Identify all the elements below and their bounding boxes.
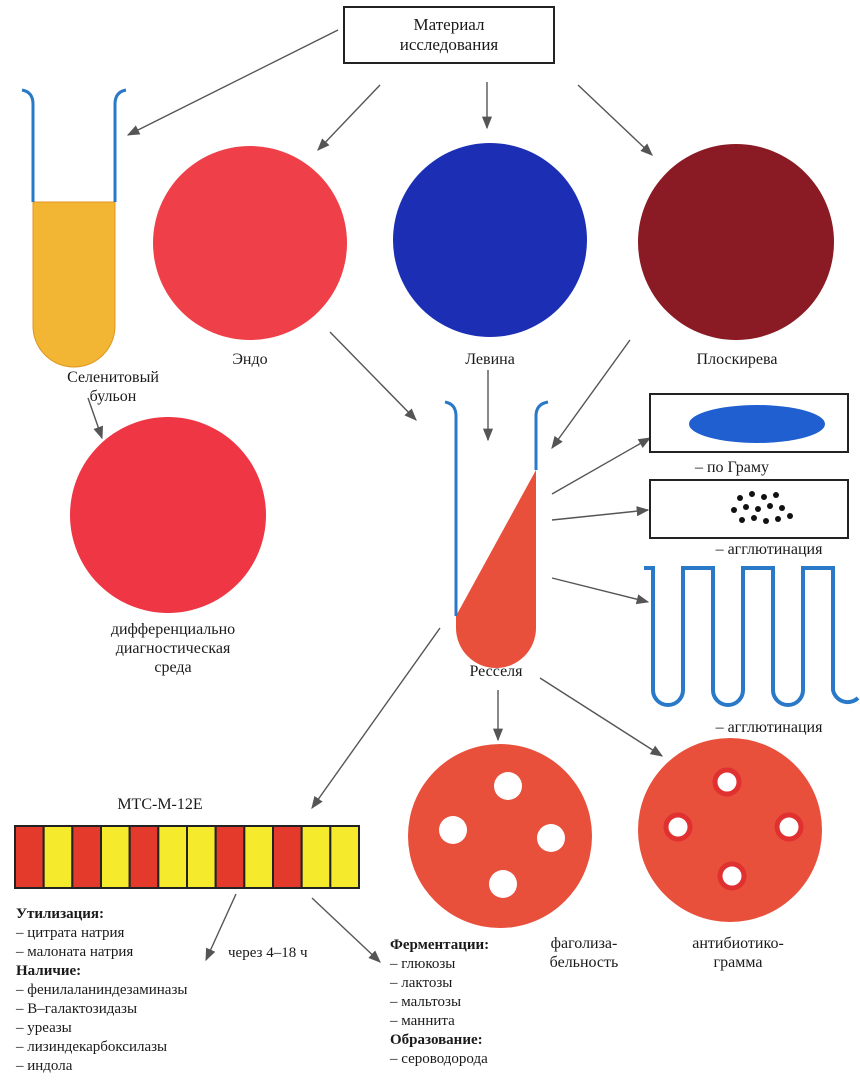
arrow-source-to-ploskirev	[578, 85, 652, 155]
differential-label-line-2: диагностическая	[88, 639, 258, 658]
levin-label: Левина	[440, 350, 540, 369]
selenite-label: Селенитовый бульон	[58, 368, 168, 406]
arrow-ploskirev-to-ressel	[552, 340, 630, 448]
strip-cell-red	[130, 826, 159, 888]
ploskirev-label: Плоскирева	[672, 350, 802, 369]
fermentation-list: Ферментации: глюкозы лактозы мальтозы ма…	[390, 936, 489, 1069]
antibiogram-label: антибиотико- грамма	[678, 934, 798, 972]
formation-item: сероводорода	[390, 1050, 489, 1069]
presence-item: фенилаланиндезаминазы	[16, 981, 187, 1000]
presence-item: лизиндекарбоксилазы	[16, 1038, 187, 1057]
phage-plaque	[537, 824, 565, 852]
antibiogram-label-line-2: грамма	[678, 953, 798, 972]
selenite-label-line-2: бульон	[58, 387, 168, 406]
fermentation-item: маннита	[390, 1012, 489, 1031]
selenite-tube	[22, 90, 126, 367]
strip-cell-yellow	[44, 826, 73, 888]
selenite-tube-glass	[22, 90, 126, 202]
utilization-item: цитрата натрия	[16, 924, 187, 943]
fermentation-item: мальтозы	[390, 993, 489, 1012]
phagolysis-label: фаголиза- бельность	[534, 934, 634, 972]
phagolysis-label-line-1: фаголиза-	[534, 934, 634, 953]
differential-plate	[70, 417, 266, 613]
differential-label-line-3: среда	[88, 658, 258, 677]
gram-slide	[650, 394, 848, 452]
endo-label: Эндо	[205, 350, 295, 369]
arrow-ressel-to-strip	[312, 628, 440, 808]
strip-cell-red	[15, 826, 44, 888]
differential-label: дифференциально диагностическая среда	[88, 620, 258, 677]
arrow-ressel-to-gram	[552, 438, 650, 494]
arrow-endo-to-ressel	[330, 332, 416, 420]
antibiogram-plate	[638, 738, 822, 922]
presence-item: индола	[16, 1057, 187, 1076]
ressel-tube	[445, 402, 548, 668]
presence-header: Наличие:	[16, 962, 187, 981]
fermentation-item: глюкозы	[390, 955, 489, 974]
arrow-source-to-selenite	[128, 30, 338, 135]
strip-cell-yellow	[187, 826, 216, 888]
strip-cell-yellow	[158, 826, 187, 888]
arrow-ressel-to-antibiogram	[540, 678, 662, 756]
arrow-ressel-to-slide	[552, 510, 648, 520]
phage-plaque	[489, 870, 517, 898]
ploskirev-plate	[638, 144, 834, 340]
selenite-label-line-1: Селенитовый	[58, 368, 168, 387]
strip-cell-red	[273, 826, 302, 888]
utilization-item: малоната натрия	[16, 943, 187, 962]
ressel-label: Ресселя	[446, 662, 546, 681]
differential-label-line-1: дифференциально	[88, 620, 258, 639]
gram-label: – по Граму	[672, 458, 792, 477]
strip-title: МТС-М-12Е	[90, 796, 230, 814]
fermentation-header: Ферментации:	[390, 936, 489, 955]
source-material-box: Материал исследования	[343, 6, 555, 64]
ressel-slant-fill	[456, 470, 536, 668]
source-line-2: исследования	[400, 35, 499, 55]
agglutination-slide	[650, 480, 848, 538]
phage-plaque	[494, 772, 522, 800]
source-line-1: Материал	[414, 15, 485, 35]
antibiogram-label-line-1: антибиотико-	[678, 934, 798, 953]
agglutination-tubes	[644, 568, 858, 705]
strip-cell-yellow	[101, 826, 130, 888]
formation-header: Образование:	[390, 1031, 489, 1050]
strip-cell-red	[216, 826, 245, 888]
selenite-broth-fill	[33, 202, 115, 367]
arrow-ressel-to-tubes	[552, 578, 648, 602]
arrow-strip-to-fermentation	[312, 898, 380, 962]
agglutination-tubes-label: – агглютинация	[694, 718, 844, 737]
levin-plate	[393, 143, 587, 337]
utilization-list: Утилизация: цитрата натрия малоната натр…	[16, 905, 187, 1076]
arrow-source-to-endo	[318, 85, 380, 150]
strip-cell-yellow	[330, 826, 359, 888]
phagolysis-label-line-2: бельность	[534, 953, 634, 972]
incubation-time-note: через 4–18 ч	[228, 945, 308, 962]
fermentation-item: лактозы	[390, 974, 489, 993]
agglutination-slide-label: – агглютинация	[694, 540, 844, 559]
presence-item: В–галактозидазы	[16, 1000, 187, 1019]
gram-smear	[689, 405, 825, 443]
utilization-header: Утилизация:	[16, 905, 187, 924]
test-strip	[15, 826, 359, 888]
presence-item: уреазы	[16, 1019, 187, 1038]
strip-cell-yellow	[302, 826, 331, 888]
phagolysis-plate	[408, 744, 592, 928]
endo-plate	[153, 146, 347, 340]
phage-plaque	[439, 816, 467, 844]
strip-cell-yellow	[244, 826, 273, 888]
strip-cell-red	[72, 826, 101, 888]
